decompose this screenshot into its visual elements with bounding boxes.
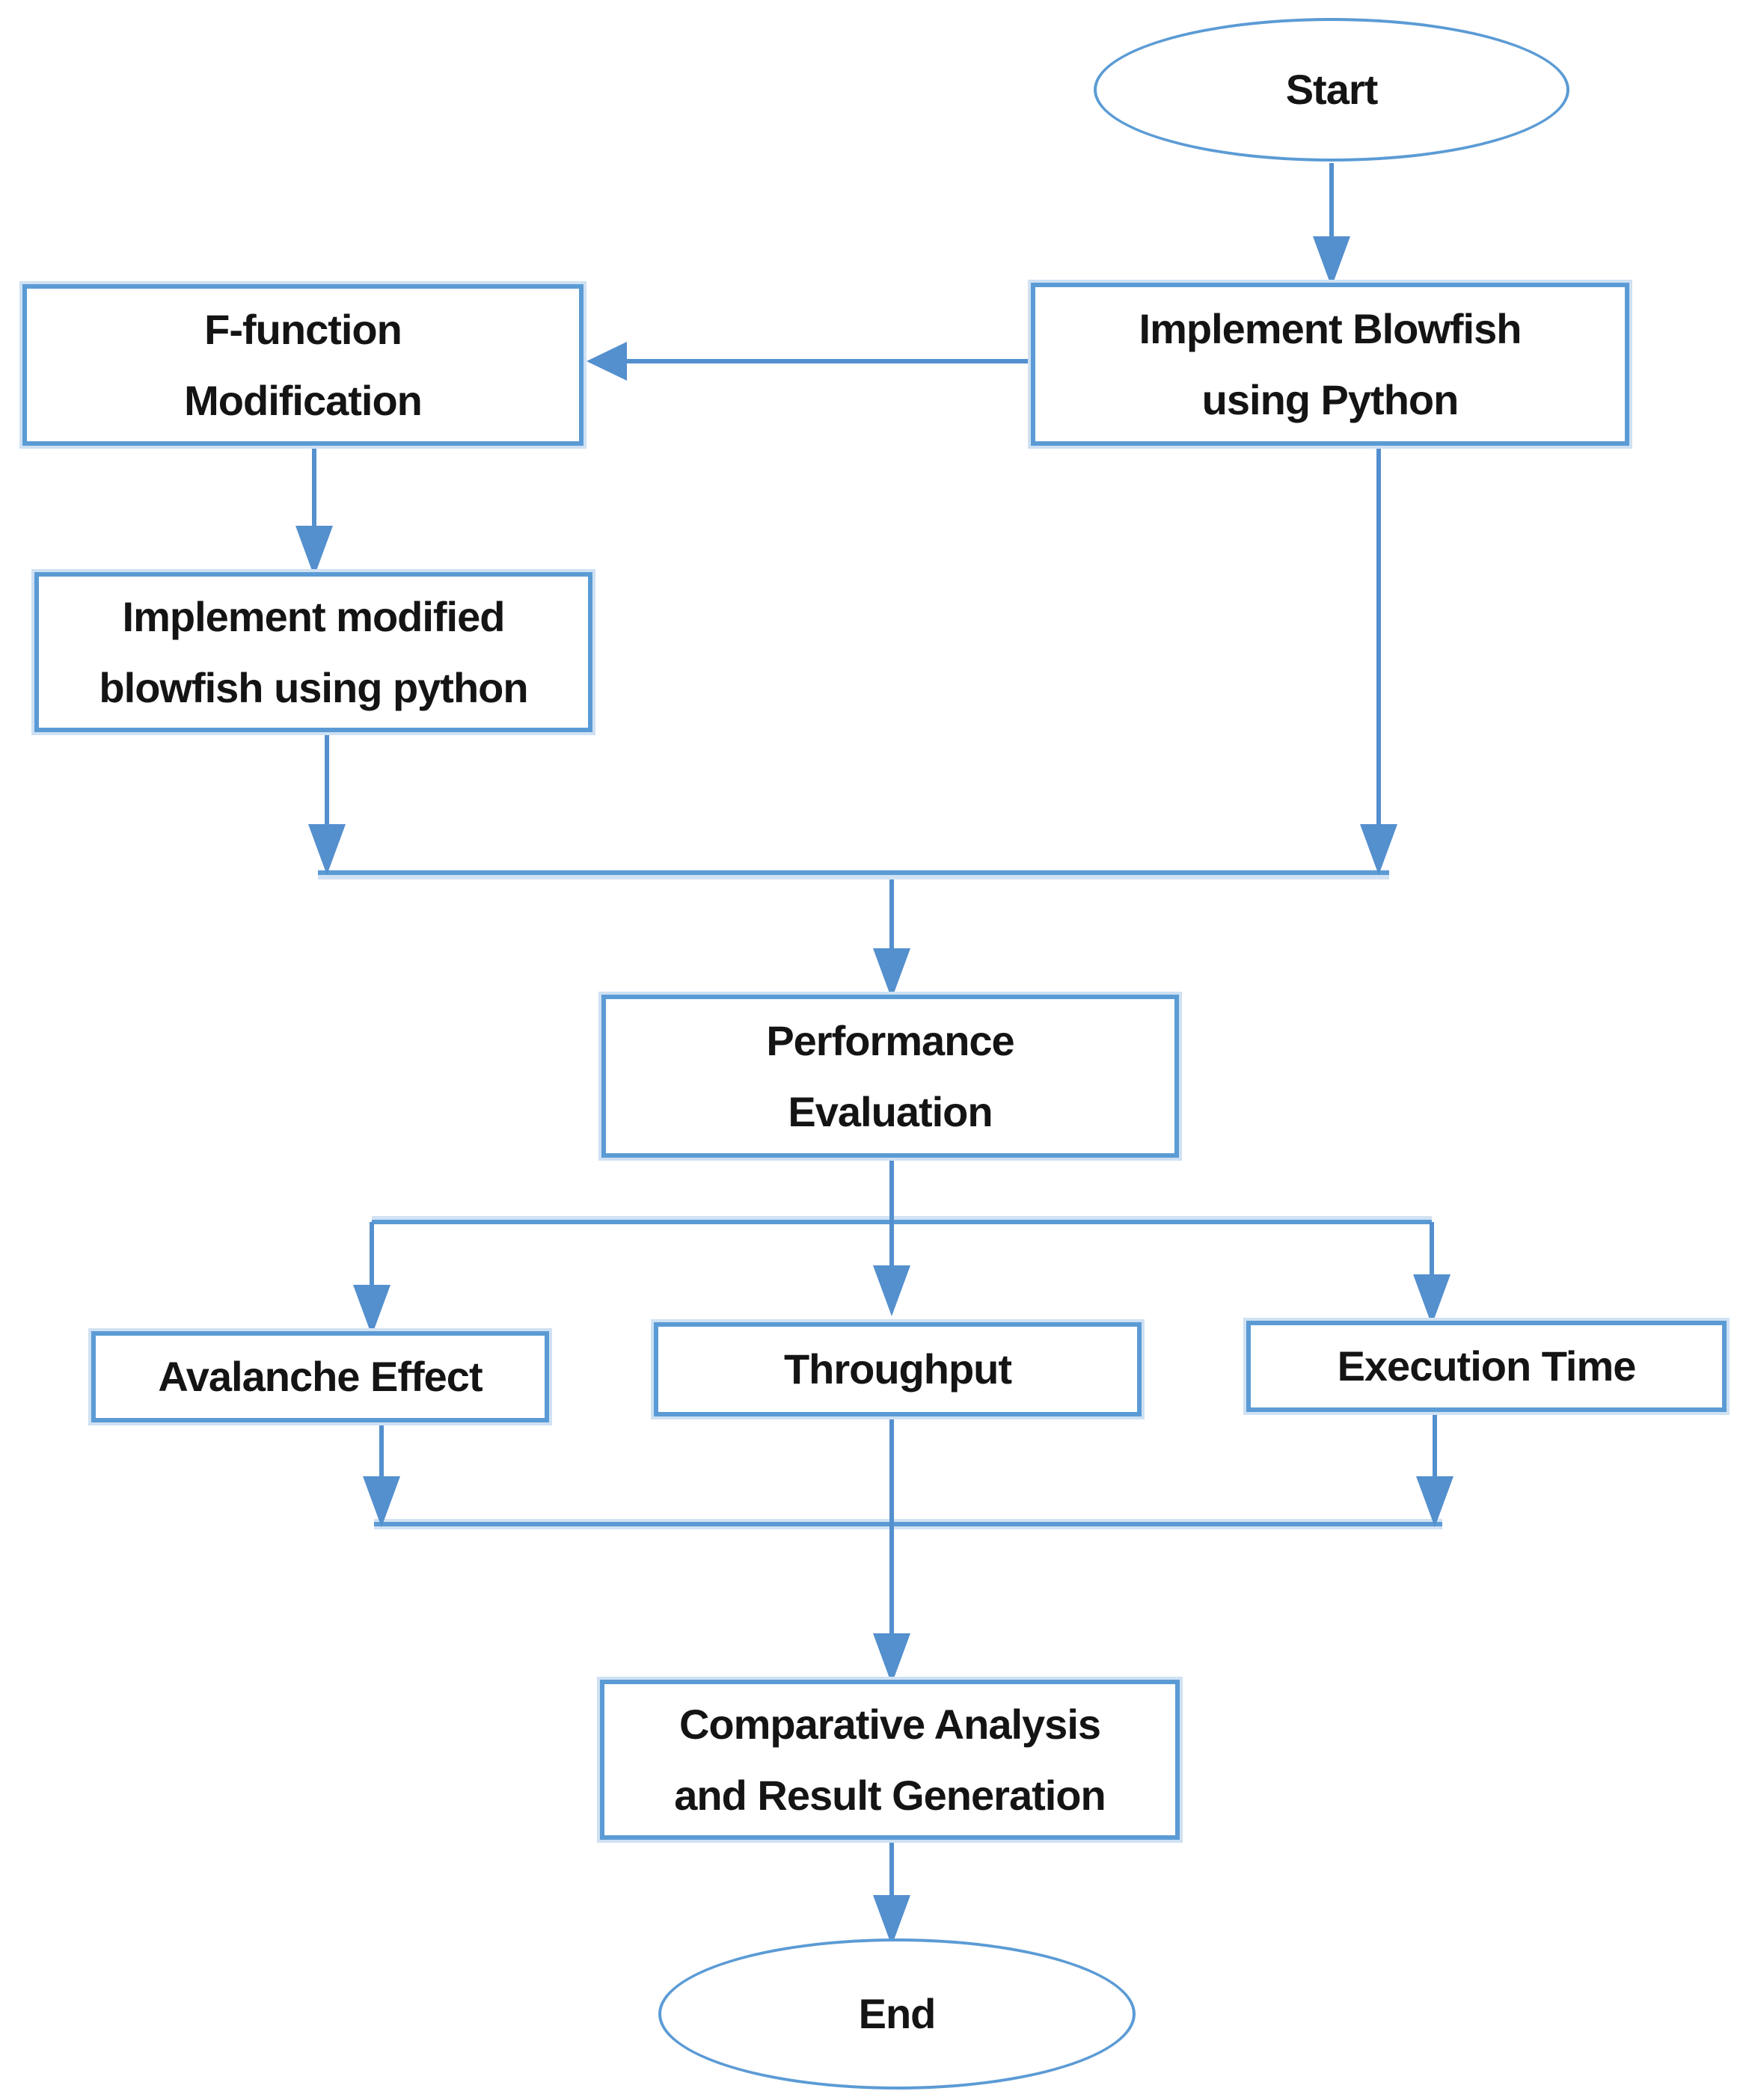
node-implement-modified-label-line1: Implement modified — [122, 592, 506, 640]
node-implement-blowfish-label-line2: using Python — [1201, 376, 1459, 423]
node-f-function-label-line2: Modification — [184, 377, 423, 424]
edge-implement-modified-to-merge-bar-top — [308, 732, 346, 875]
node-throughput: Throughput — [654, 1322, 1142, 1416]
node-execution-label: Execution Time — [1337, 1342, 1637, 1390]
edge-split-bar-to-avalanche — [353, 1222, 390, 1336]
node-comparative: Comparative Analysis and Result Generati… — [600, 1680, 1180, 1840]
edge-comparative-to-end — [873, 1840, 910, 1946]
edge-f-function-to-implement-modified — [295, 446, 333, 577]
node-performance: Performance Evaluation — [601, 995, 1179, 1158]
node-f-function-label-line1: F-function — [204, 305, 402, 353]
node-implement-blowfish-label-line1: Implement Blowfish — [1139, 304, 1522, 352]
edge-execution-to-merge-bar-bottom — [1416, 1412, 1453, 1527]
split-bar — [372, 1216, 1432, 1224]
node-avalanche-label: Avalanche Effect — [158, 1353, 483, 1401]
edge-implement-blowfish-to-f-function — [586, 342, 1032, 381]
node-comparative-label-line1: Comparative Analysis — [678, 1700, 1101, 1748]
node-comparative-label-line2: and Result Generation — [674, 1772, 1106, 1819]
edge-merge-bar-top-to-performance — [873, 879, 910, 999]
edge-start-to-implement-blowfish — [1313, 163, 1350, 287]
node-end-label: End — [858, 1990, 937, 2038]
node-avalanche: Avalanche Effect — [91, 1331, 549, 1422]
edge-performance-to-throughput — [873, 1158, 910, 1316]
edge-throughput-to-comparative — [873, 1416, 910, 1684]
node-start-label: Start — [1285, 66, 1379, 114]
node-start: Start — [1094, 18, 1569, 162]
edge-split-bar-to-execution — [1413, 1222, 1451, 1325]
node-end: End — [658, 1938, 1136, 2090]
node-performance-label-line1: Performance — [766, 1016, 1014, 1064]
edge-avalanche-to-merge-bar-bottom — [363, 1422, 400, 1527]
node-implement-modified-label-line2: blowfish using python — [99, 664, 528, 711]
node-implement-modified: Implement modified blowfish using python — [34, 572, 592, 732]
node-performance-label-line2: Evaluation — [788, 1088, 993, 1135]
node-execution: Execution Time — [1246, 1321, 1727, 1412]
node-throughput-label: Throughput — [783, 1345, 1012, 1393]
merge-bar-bottom — [374, 1519, 1442, 1529]
edge-implement-blowfish-to-merge-bar-top — [1360, 446, 1397, 875]
node-f-function: F-function Modification — [22, 284, 583, 446]
merge-bar-top — [318, 870, 1389, 879]
node-implement-blowfish: Implement Blowfish using Python — [1031, 283, 1629, 446]
